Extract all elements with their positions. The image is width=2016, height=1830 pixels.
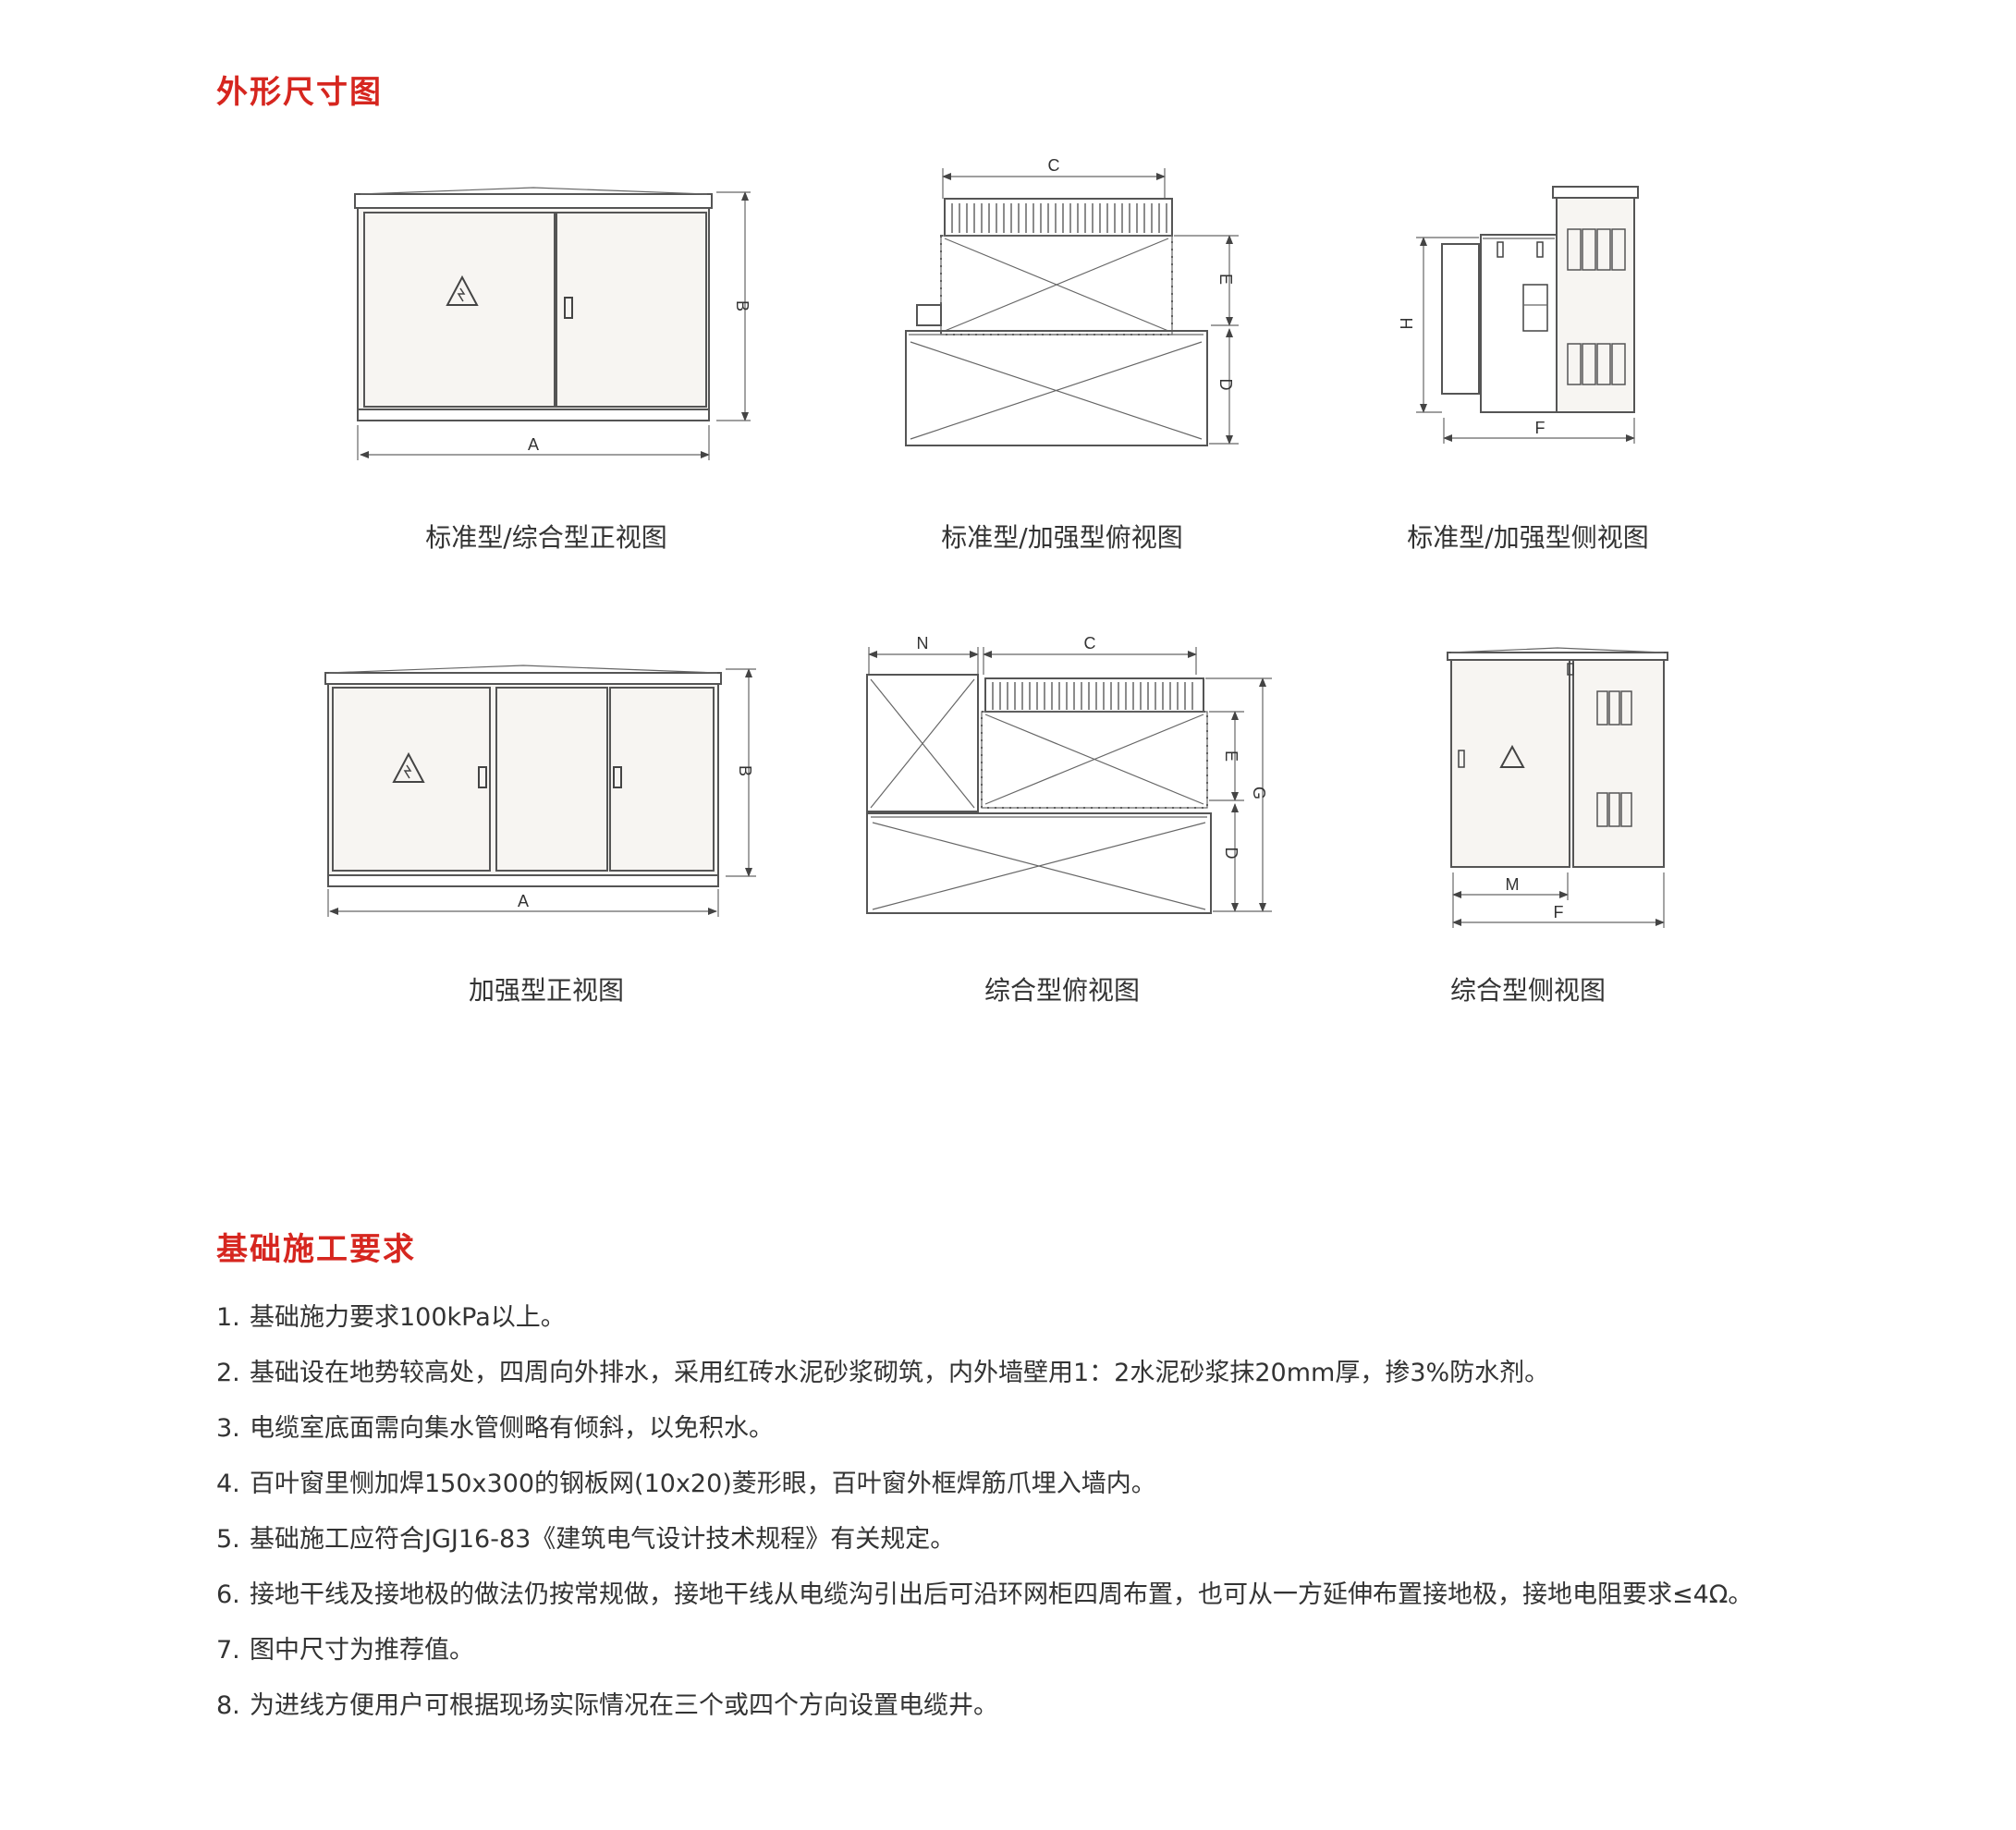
- dim-label-b: B: [736, 765, 754, 776]
- dim-label-f: F: [1554, 903, 1564, 921]
- standard-top-view-drawing: C: [905, 156, 1239, 446]
- caption-composite-top-view: 综合型俯视图: [984, 975, 1140, 1006]
- dim-label-d: D: [1222, 848, 1240, 860]
- reinforced-front-view-drawing: A B: [324, 665, 756, 917]
- dim-label-a: A: [518, 892, 529, 910]
- list-item: 2.基础设在地势较高处，四周向外排水，采用红砖水泥砂浆砌筑，内外墙壁用1：2水泥…: [216, 1359, 1550, 1387]
- list-item: 6.接地干线及接地极的做法仍按常规做，接地干线从电缆沟引出后可沿环网柜四周布置，…: [216, 1580, 1753, 1609]
- dim-label-b: B: [733, 300, 751, 311]
- list-item: 5.基础施工应符合JGJ16-83《建筑电气设计技术规程》有关规定。: [216, 1525, 956, 1554]
- composite-side-view-drawing: M F: [1447, 647, 1668, 928]
- warning-triangle-icon: [392, 751, 425, 783]
- section-title-foundation: 基础施工要求: [216, 1231, 416, 1268]
- dim-label-h: H: [1398, 318, 1416, 330]
- list-item: 4.百叶窗里恻加焊150x300的钢板网(10x20)菱形眼，百叶窗外框焊筋爪埋…: [216, 1470, 1156, 1498]
- dim-label-e: E: [1216, 274, 1235, 285]
- warning-triangle-icon: [446, 274, 479, 306]
- list-item: 7.图中尺寸为推荐值。: [216, 1636, 474, 1665]
- door-handle-icon: [613, 766, 622, 788]
- caption-standard-front-view: 标准型/综合型正视图: [425, 522, 667, 553]
- list-item: 8.为进线方便用户可根据现场实际情况在三个或四个方向设置电缆井。: [216, 1691, 998, 1720]
- caption-reinforced-front-view: 加强型正视图: [468, 975, 624, 1006]
- standard-side-view-drawing: H F: [1398, 186, 1639, 444]
- dim-label-d: D: [1216, 379, 1235, 391]
- standard-front-view-drawing: A B: [354, 187, 751, 460]
- composite-top-view-drawing: N C: [866, 634, 1272, 914]
- dim-label-c: C: [1084, 634, 1096, 653]
- list-item: 3.电缆室底面需向集水管侧略有倾斜，以免积水。: [216, 1414, 774, 1443]
- door-handle-icon: [478, 766, 487, 788]
- dim-label-e: E: [1222, 750, 1240, 762]
- dim-label-c: C: [1048, 156, 1060, 175]
- door-handle-icon: [1458, 750, 1465, 768]
- caption-composite-side-view: 综合型侧视图: [1449, 975, 1606, 1006]
- dimension-drawings: A B C: [324, 156, 1668, 928]
- caption-standard-top-view: 标准型/加强型俯视图: [941, 522, 1183, 553]
- dim-label-m: M: [1506, 875, 1520, 894]
- section-title-dimensions: 外形尺寸图: [216, 74, 383, 111]
- dim-label-g: G: [1250, 787, 1268, 799]
- warning-triangle-icon: [1499, 744, 1525, 768]
- dim-label-f: F: [1535, 419, 1546, 437]
- caption-standard-side-view: 标准型/加强型侧视图: [1407, 522, 1649, 553]
- dim-label-n: N: [917, 634, 929, 653]
- list-item: 1.基础施力要求100kPa以上。: [216, 1303, 566, 1332]
- door-handle-icon: [564, 297, 573, 319]
- requirements-list: 1.基础施力要求100kPa以上。 2.基础设在地势较高处，四周向外排水，采用红…: [216, 1290, 1973, 1734]
- dim-label-a: A: [528, 435, 539, 454]
